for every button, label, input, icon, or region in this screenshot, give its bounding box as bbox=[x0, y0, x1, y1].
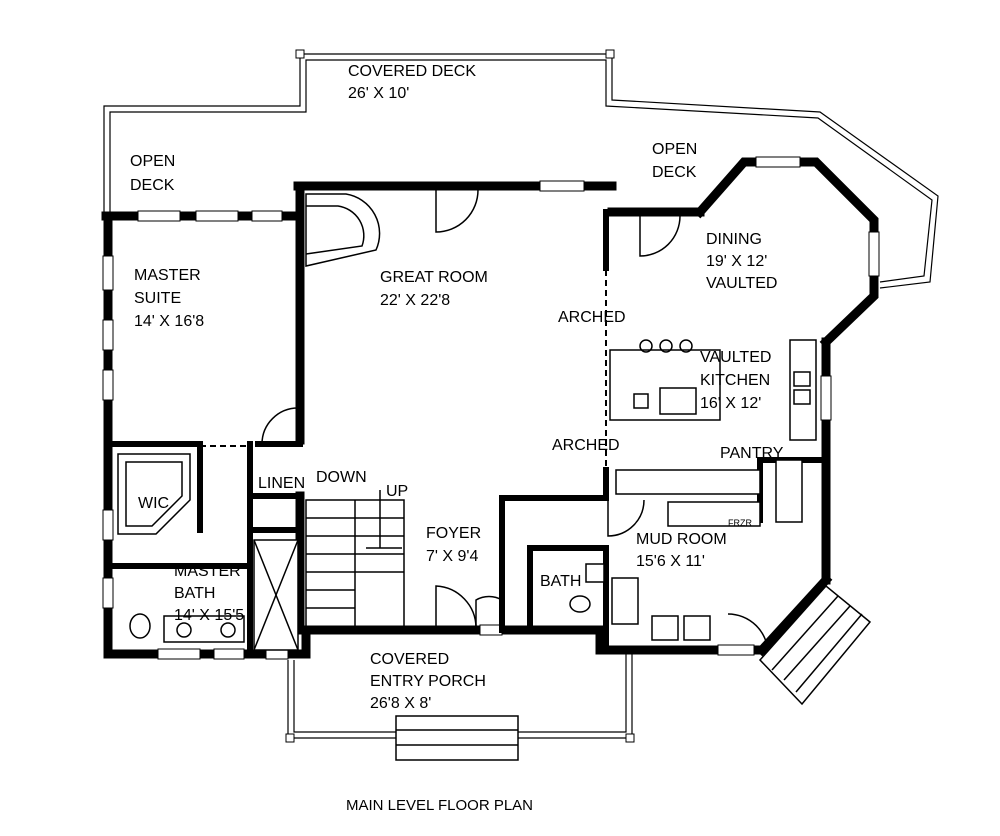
up-label: UP bbox=[386, 483, 408, 500]
foyer-size: 7' X 9'4 bbox=[426, 548, 478, 565]
mud-room-size: 15'6 X 11' bbox=[636, 553, 705, 570]
great-room-name: GREAT ROOM bbox=[380, 269, 488, 286]
mud-room-name: MUD ROOM bbox=[636, 531, 727, 548]
porch-steps bbox=[395, 715, 519, 761]
deck-post bbox=[605, 49, 615, 59]
utility-sink bbox=[611, 577, 639, 625]
master-toilet bbox=[129, 613, 151, 639]
porch-post bbox=[285, 733, 295, 743]
pantry-counter bbox=[615, 469, 761, 495]
foyer-name: FOYER bbox=[426, 525, 481, 542]
open-deck-left-line1: OPEN bbox=[130, 153, 175, 170]
plan-title: MAIN LEVEL FLOOR PLAN bbox=[346, 797, 533, 814]
master-suite-line1: MASTER bbox=[134, 267, 201, 284]
kitchen-line1: VAULTED bbox=[700, 349, 771, 366]
kitchen-line2: KITCHEN bbox=[700, 372, 770, 389]
open-deck-left-line2: DECK bbox=[130, 177, 175, 194]
room-labels: COVERED DECK 26' X 10' OPEN DECK OPEN DE… bbox=[130, 63, 784, 712]
open-deck-right-line2: DECK bbox=[652, 164, 697, 181]
dining-line1: DINING bbox=[706, 231, 762, 248]
master-bath-line2: BATH bbox=[174, 585, 215, 602]
dining-line2: 19' X 12' bbox=[706, 253, 767, 270]
washer bbox=[651, 615, 679, 641]
kitchen-line3: 16' X 12' bbox=[700, 395, 761, 412]
pantry-label: PANTRY bbox=[720, 445, 784, 462]
side-steps bbox=[758, 584, 872, 706]
dryer bbox=[683, 615, 711, 641]
deck-railings bbox=[103, 49, 939, 761]
windows bbox=[102, 156, 880, 660]
wic-label: WIC bbox=[138, 495, 169, 512]
fixtures bbox=[117, 339, 817, 651]
bath-sink bbox=[585, 563, 605, 583]
cooktop bbox=[659, 387, 697, 415]
master-bath-line1: MASTER bbox=[174, 563, 241, 580]
master-suite-line3: 14' X 16'8 bbox=[134, 313, 204, 330]
porch-post bbox=[625, 733, 635, 743]
doors bbox=[261, 189, 769, 655]
entry-porch-line2: ENTRY PORCH bbox=[370, 673, 486, 690]
open-deck-right-line1: OPEN bbox=[652, 141, 697, 158]
spiral-stair bbox=[305, 193, 381, 267]
master-bath-line3: 14' X 15'5 bbox=[174, 607, 244, 624]
bath-label: BATH bbox=[540, 573, 581, 590]
covered-deck-name: COVERED DECK bbox=[348, 63, 476, 80]
dining-line3: VAULTED bbox=[706, 275, 777, 292]
deck-post bbox=[295, 49, 305, 59]
arched-upper: ARCHED bbox=[558, 309, 626, 326]
entry-porch-line1: COVERED bbox=[370, 651, 449, 668]
stairs bbox=[305, 193, 405, 629]
linen-label: LINEN bbox=[258, 475, 305, 492]
master-suite-line2: SUITE bbox=[134, 290, 181, 307]
island-sink bbox=[633, 393, 649, 409]
covered-deck-size: 26' X 10' bbox=[348, 85, 409, 102]
entry-porch-line3: 26'8 X 8' bbox=[370, 695, 431, 712]
down-label: DOWN bbox=[316, 469, 367, 486]
arched-lower: ARCHED bbox=[552, 437, 620, 454]
wic-shelving bbox=[117, 453, 191, 535]
toilet bbox=[569, 595, 591, 613]
frzr-label: FRZR bbox=[728, 518, 752, 528]
great-room-size: 22' X 22'8 bbox=[380, 292, 450, 309]
